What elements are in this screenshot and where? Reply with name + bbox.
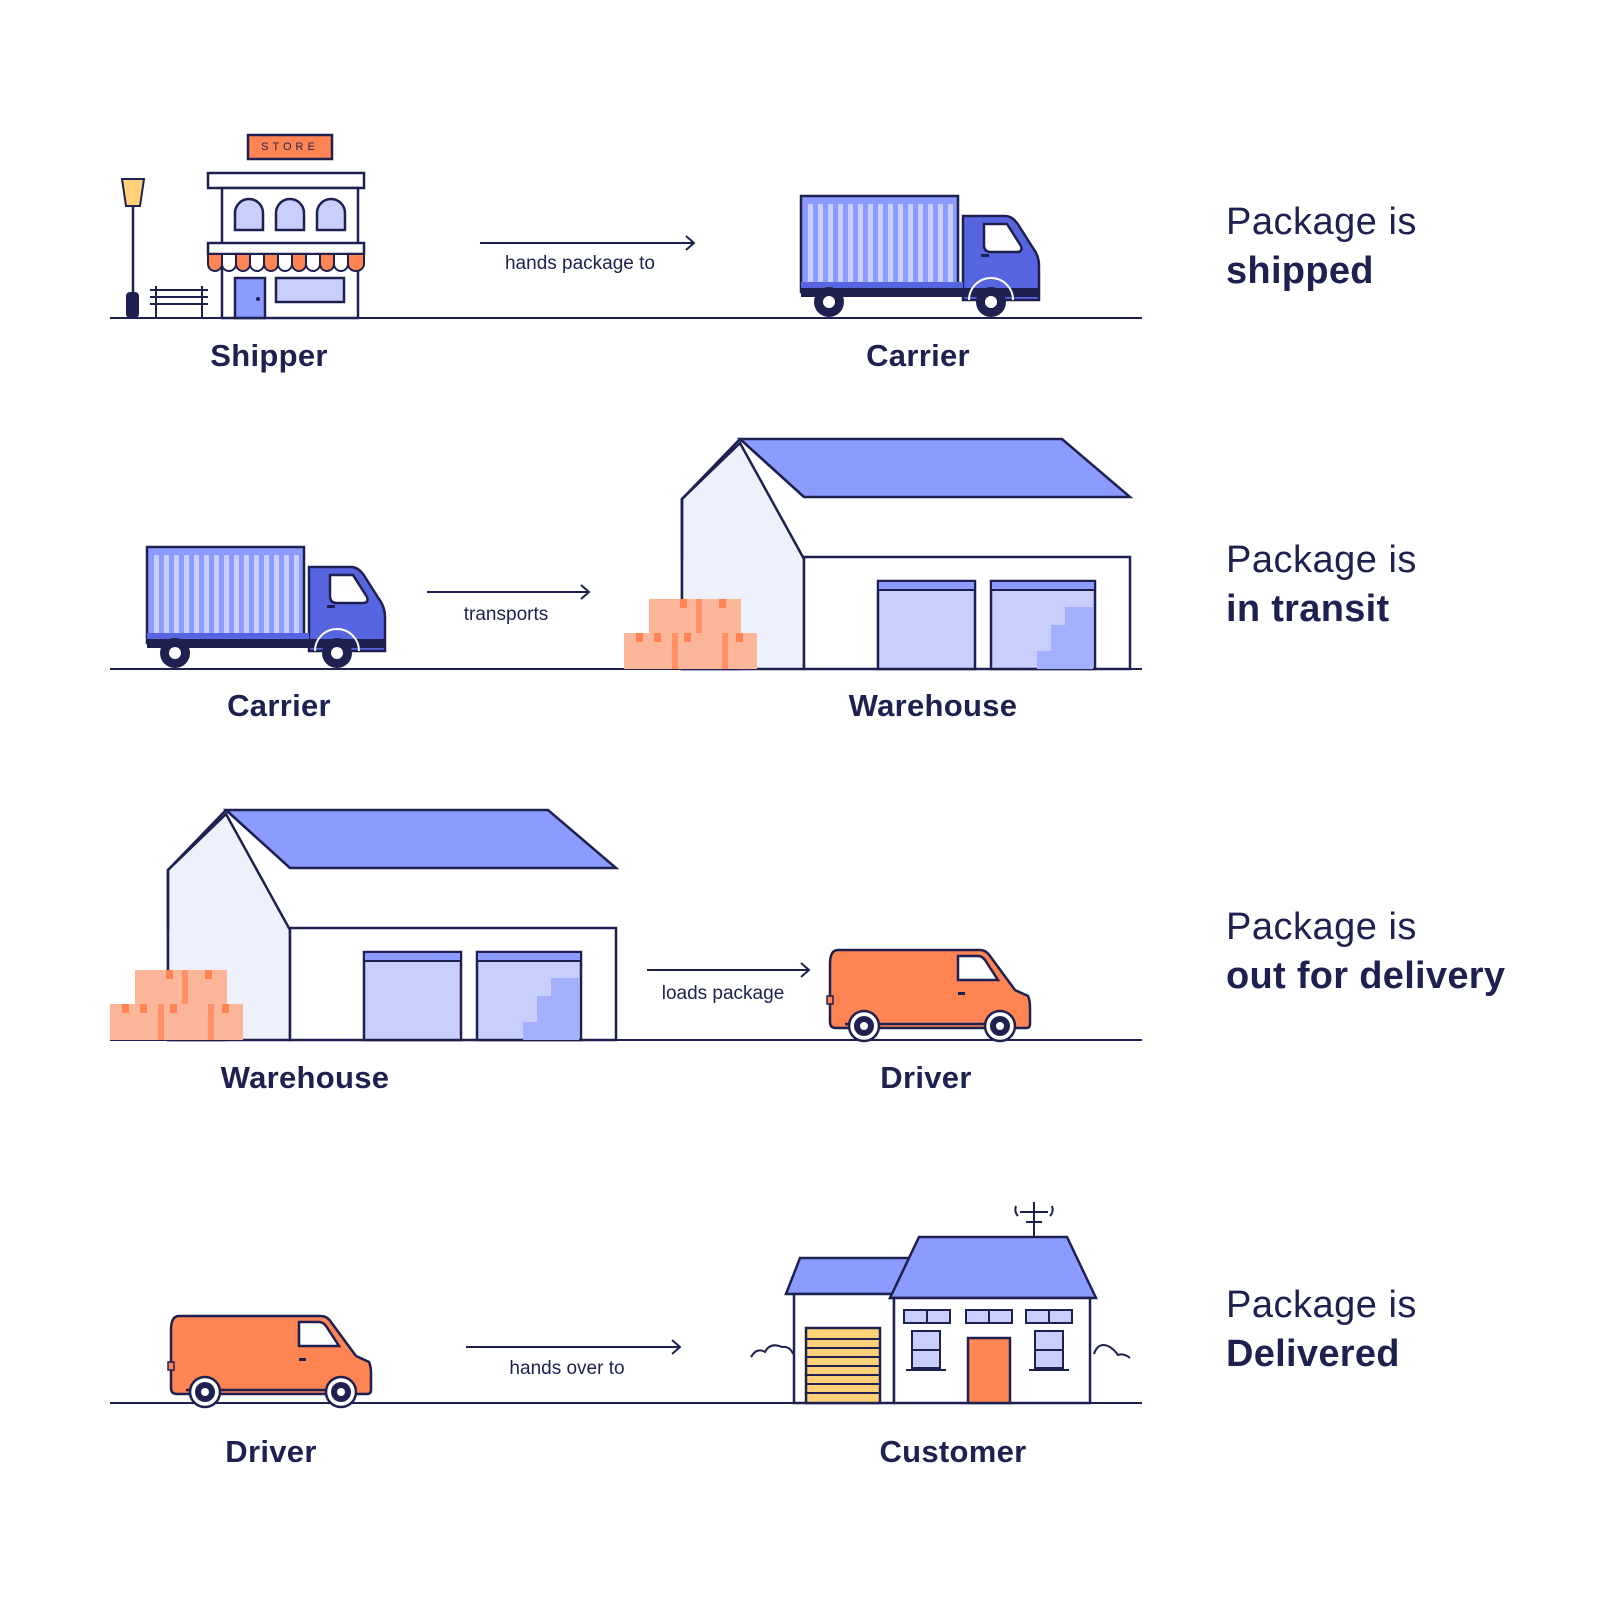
action-label: loads package xyxy=(661,983,785,1004)
truck-icon xyxy=(145,545,387,670)
status-text: Package is Delivered xyxy=(1226,1281,1417,1379)
status-prefix: Package is xyxy=(1226,906,1417,948)
from-label: Driver xyxy=(225,1434,317,1469)
store-sign-text: STORE xyxy=(261,141,319,153)
status-text: Package is shipped xyxy=(1226,198,1417,296)
flow-arrow xyxy=(466,1339,682,1355)
status-prefix: Package is xyxy=(1226,201,1417,243)
row-in-transit xyxy=(110,437,1142,671)
status-text: Package is in transit xyxy=(1226,536,1417,634)
warehouse-icon xyxy=(108,808,618,1042)
status-value: out for delivery xyxy=(1226,955,1506,997)
flow-arrow xyxy=(427,584,591,600)
warehouse-icon xyxy=(622,437,1132,671)
status-value: shipped xyxy=(1226,250,1374,292)
to-label: Customer xyxy=(879,1434,1027,1469)
from-label: Shipper xyxy=(210,338,328,373)
flow-arrow xyxy=(647,962,811,978)
truck-icon xyxy=(799,194,1041,319)
to-label: Driver xyxy=(880,1060,972,1095)
status-value: Delivered xyxy=(1226,1333,1400,1375)
status-value: in transit xyxy=(1226,588,1390,630)
action-label: hands over to xyxy=(509,1358,625,1379)
row-out-for-delivery xyxy=(108,808,1142,1043)
house-icon xyxy=(750,1202,1131,1405)
to-label: Carrier xyxy=(866,338,970,373)
row-shipped xyxy=(110,133,1142,320)
status-prefix: Package is xyxy=(1226,1284,1417,1326)
status-text: Package is out for delivery xyxy=(1226,903,1505,1001)
action-label: hands package to xyxy=(504,253,656,274)
store-icon xyxy=(120,133,366,320)
van-icon xyxy=(825,948,1032,1043)
flow-arrow xyxy=(480,235,696,251)
action-label: transports xyxy=(463,604,549,625)
from-label: Warehouse xyxy=(220,1060,390,1095)
van-icon xyxy=(166,1314,373,1409)
to-label: Warehouse xyxy=(848,688,1018,723)
row-delivered xyxy=(110,1202,1142,1409)
from-label: Carrier xyxy=(227,688,331,723)
status-prefix: Package is xyxy=(1226,539,1417,581)
